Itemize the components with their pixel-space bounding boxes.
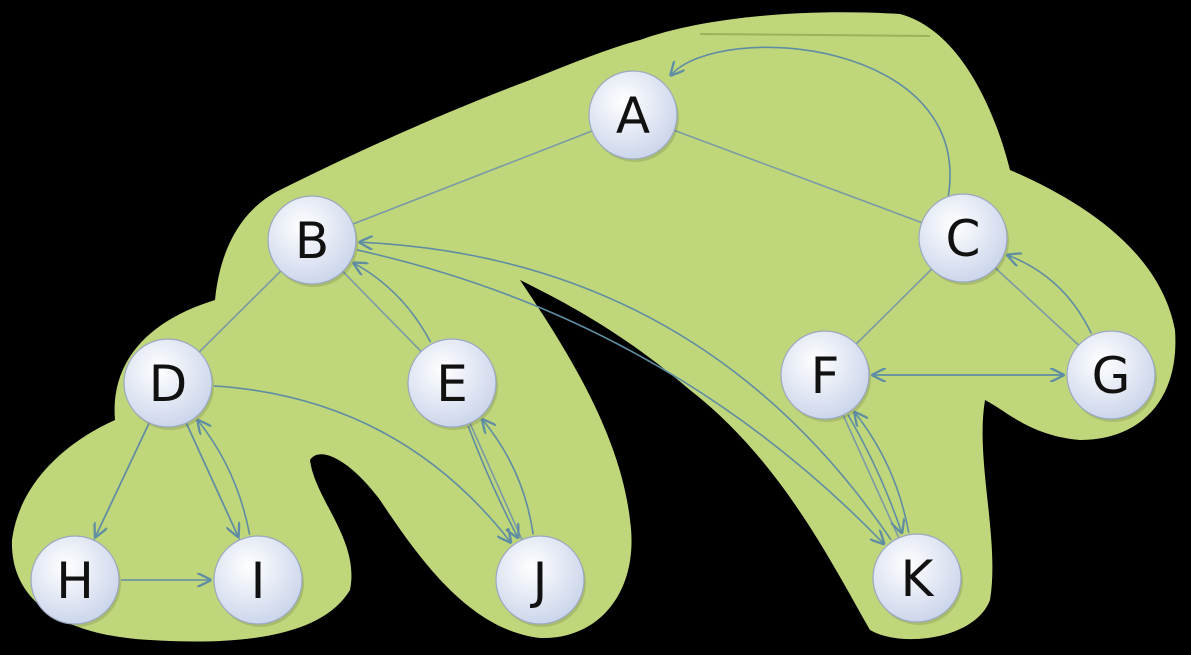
arrow-G-C: [1008, 255, 1092, 334]
node-circle-G: [1066, 330, 1156, 420]
node-C: C: [918, 193, 1009, 285]
node-E: E: [407, 338, 498, 430]
node-label-E: E: [436, 355, 468, 413]
node-B: B: [267, 195, 358, 287]
arrow-K-B: [360, 242, 892, 541]
node-D: D: [123, 338, 214, 430]
tree-edge-C-F: [855, 268, 933, 345]
tree-edge-B-E: [342, 270, 422, 353]
tree-edge-C-G: [994, 267, 1080, 346]
node-H: H: [30, 535, 121, 627]
arrow-D-H: [95, 424, 150, 537]
node-F: F: [780, 330, 871, 422]
node-circle-J: [495, 535, 585, 625]
node-label-K: K: [901, 550, 935, 608]
node-label-G: G: [1092, 347, 1131, 405]
node-label-F: F: [811, 347, 840, 405]
top-edge-line: [699, 33, 931, 37]
arrow-E-B: [354, 263, 432, 343]
node-circle-B: [267, 195, 357, 285]
nodes: A B C D E F G H I J K: [30, 70, 1157, 627]
tree-edge-A-C: [673, 129, 923, 224]
node-circle-C: [918, 193, 1008, 283]
node-circle-I: [213, 535, 303, 625]
node-A: A: [588, 70, 679, 162]
node-circle-D: [123, 338, 213, 428]
node-circle-H: [30, 535, 120, 625]
arrow-K-F: [855, 413, 910, 533]
arrow-C-A: [671, 46, 951, 199]
tree-edge-B-D: [198, 270, 282, 353]
arrow-I-D: [198, 421, 251, 535]
arrow-B-K: [356, 249, 884, 544]
node-label-D: D: [149, 355, 188, 413]
node-J: J: [495, 535, 586, 627]
arrow-E-J: [467, 425, 518, 537]
node-label-J: J: [530, 552, 548, 610]
traversal-arrows: [95, 46, 1092, 580]
arrow-D-I: [186, 424, 238, 537]
node-label-B: B: [295, 212, 329, 270]
node-label-I: I: [251, 552, 266, 610]
arrow-J-E: [483, 420, 535, 535]
node-label-A: A: [616, 87, 650, 145]
tree-edge-A-B: [352, 130, 593, 225]
node-circle-E: [407, 338, 497, 428]
arrow-D-J: [213, 385, 511, 542]
node-label-H: H: [56, 552, 94, 610]
node-circle-K: [872, 533, 962, 623]
node-G: G: [1066, 330, 1157, 422]
traversal-region: [11, 12, 1176, 642]
node-K: K: [872, 533, 963, 625]
node-label-C: C: [946, 210, 981, 268]
node-circle-A: [588, 70, 678, 160]
arrow-F-K: [847, 414, 902, 533]
tree-edge-E-J: [469, 422, 523, 541]
node-I: I: [213, 535, 304, 627]
node-circle-F: [780, 330, 870, 420]
tree-edge-F-K: [842, 414, 900, 539]
